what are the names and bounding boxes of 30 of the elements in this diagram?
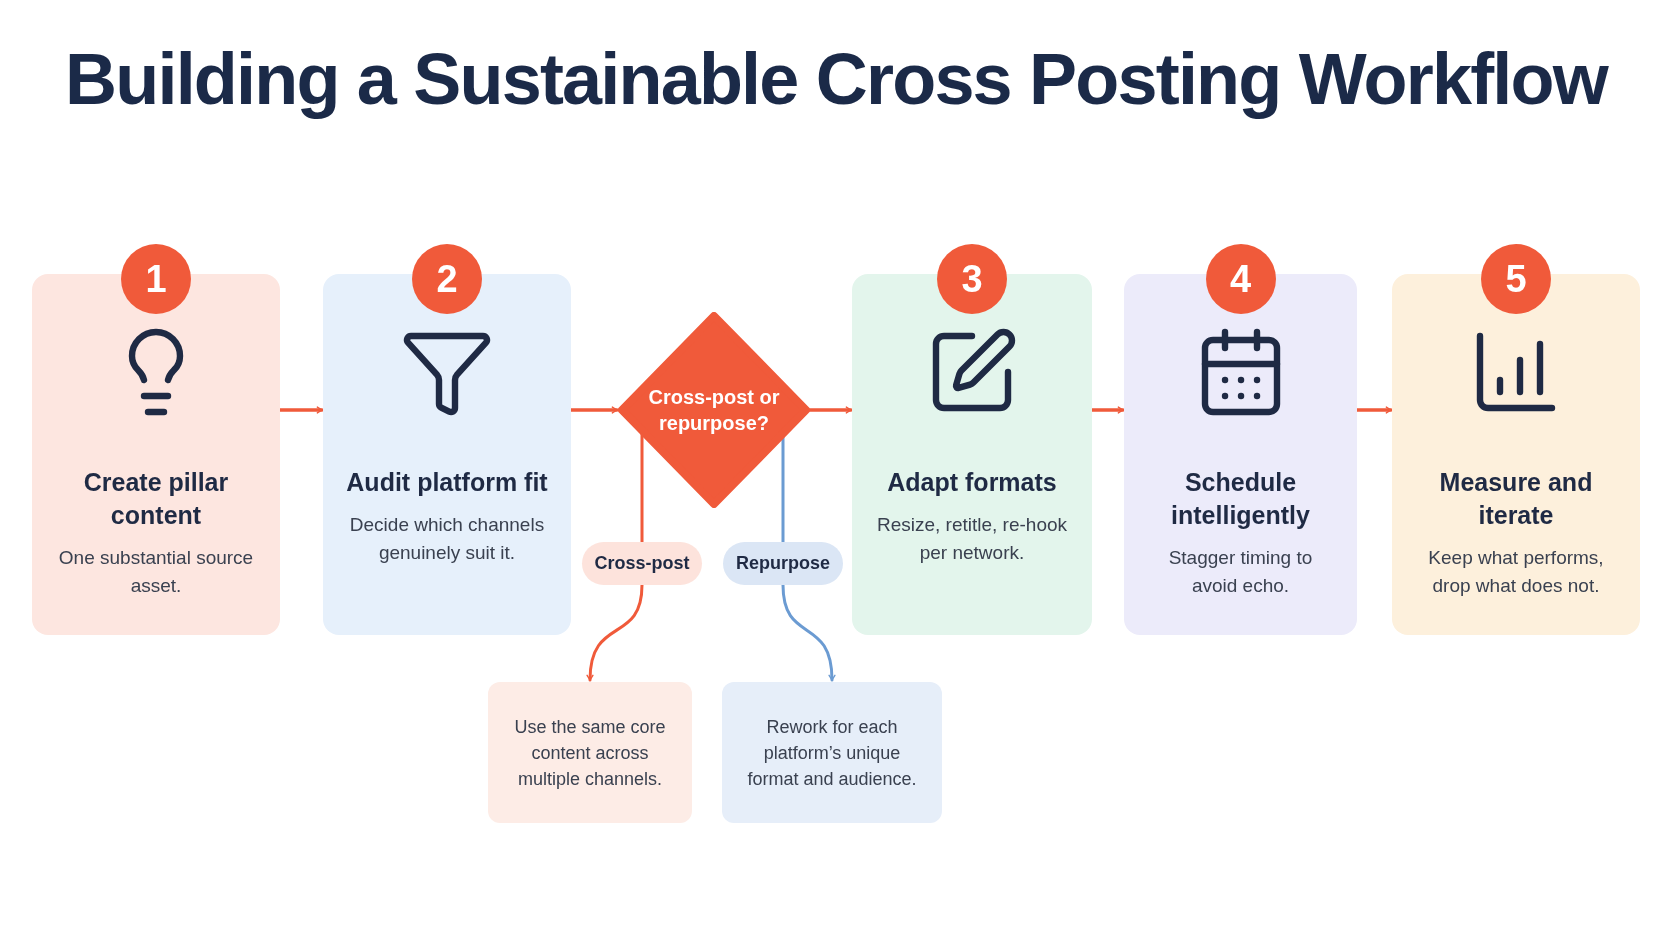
arrow xyxy=(278,406,324,414)
outcome-box: Use the same core content across multiple channels. xyxy=(488,682,692,823)
step-heading: Schedule intelligently xyxy=(1170,467,1311,531)
arrow xyxy=(569,406,619,414)
arrow xyxy=(1090,406,1125,414)
title: Building a Sustainable Cross Posting Workflow xyxy=(65,38,1607,121)
arrow xyxy=(1355,406,1393,414)
step-number-badge: 2 xyxy=(412,244,482,314)
outcome-box: Rework for each platform’s unique format and audience. xyxy=(722,682,942,823)
decision-question: Cross-post or repurpose? xyxy=(647,385,781,436)
step-number-badge: 3 xyxy=(937,244,1007,314)
step-heading: Audit platform fit xyxy=(346,467,548,498)
step-heading: Measure and iterate xyxy=(1438,467,1594,531)
step-number-badge: 1 xyxy=(121,244,191,314)
step-description: Decide which channels genuinely suit it. xyxy=(348,513,546,565)
step-description: One substantial source asset. xyxy=(57,546,255,598)
connector-line xyxy=(781,436,785,544)
step-heading: Create pillar content xyxy=(82,467,230,531)
branch-label-pill: Repurpose xyxy=(723,542,843,585)
step-number-badge: 4 xyxy=(1205,244,1276,314)
arrow xyxy=(586,583,644,682)
step-number-badge: 5 xyxy=(1481,244,1551,314)
step-description: Stagger timing to avoid echo. xyxy=(1167,546,1314,598)
branch-label-pill: Cross-post xyxy=(582,542,702,585)
step-description: Resize, retitle, re-hook per network. xyxy=(875,513,1069,565)
step-heading: Adapt formats xyxy=(887,467,1057,498)
arrow xyxy=(808,406,853,414)
step-description: Keep what performs, drop what does not. xyxy=(1427,546,1605,598)
connector-line xyxy=(640,433,644,544)
arrow xyxy=(781,583,836,682)
